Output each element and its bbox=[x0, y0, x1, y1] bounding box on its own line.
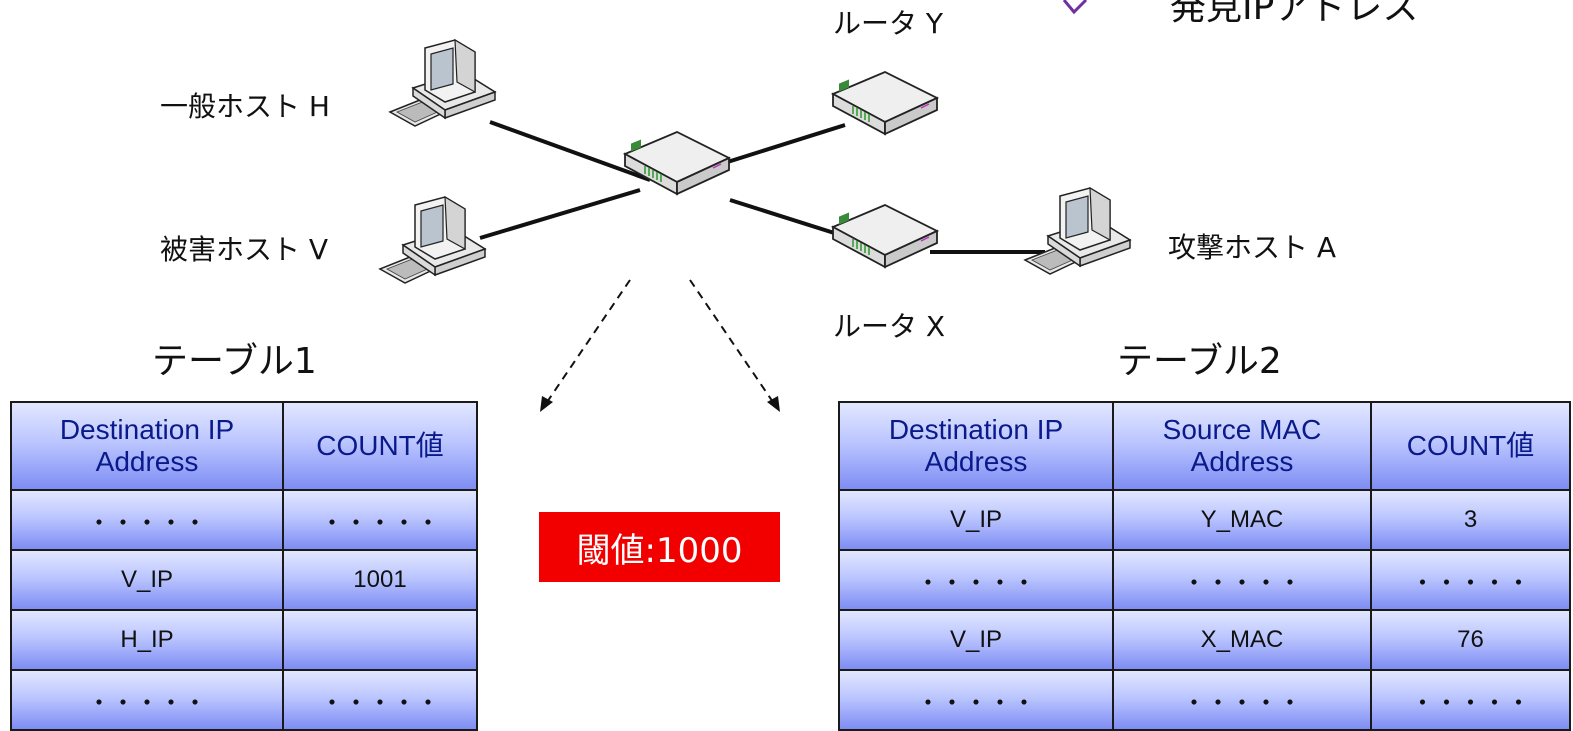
table1: Destination IP Address COUNT値 ・・・・・ ・・・・… bbox=[10, 401, 478, 731]
table2-cell: X_MAC bbox=[1112, 609, 1372, 671]
table2: Destination IP Address Source MAC Addres… bbox=[838, 401, 1571, 731]
table1-cell bbox=[282, 609, 478, 671]
table2-cell: ・・・・・ bbox=[1370, 549, 1571, 611]
central-router-icon bbox=[624, 131, 730, 195]
host-a-computer-icon bbox=[1024, 187, 1131, 275]
table2-cell: 76 bbox=[1370, 609, 1571, 671]
host-h-label: 一般ホスト H bbox=[160, 90, 330, 123]
host-a-label: 攻撃ホスト A bbox=[1168, 231, 1337, 264]
table1-cell: ・・・・・ bbox=[10, 489, 284, 551]
table2-header-dest-ip: Destination IP Address bbox=[838, 401, 1114, 491]
table2-cell: Y_MAC bbox=[1112, 489, 1372, 551]
router-x-icon bbox=[832, 204, 938, 268]
table2-cell: ・・・・・ bbox=[838, 549, 1114, 611]
table1-cell: V_IP bbox=[10, 549, 284, 611]
router-x-label: ルータ X bbox=[833, 310, 946, 343]
table2-cell: ・・・・・ bbox=[1370, 669, 1571, 731]
table2-title: テーブル2 bbox=[1117, 341, 1282, 382]
table1-cell: H_IP bbox=[10, 609, 284, 671]
table2-cell: V_IP bbox=[838, 489, 1114, 551]
table1-title: テーブル1 bbox=[152, 341, 317, 382]
table1-header-count: COUNT値 bbox=[282, 401, 478, 491]
threshold-badge: 閾値:1000 bbox=[539, 512, 780, 582]
legend-text: 発見IPアドレス bbox=[1170, 0, 1419, 28]
table1-header-dest-ip: Destination IP Address bbox=[10, 401, 284, 491]
table1-cell: ・・・・・ bbox=[282, 489, 478, 551]
table2-header-source-mac: Source MAC Address bbox=[1112, 401, 1372, 491]
table2-cell: ・・・・・ bbox=[1112, 549, 1372, 611]
table2-cell: V_IP bbox=[838, 609, 1114, 671]
table1-cell: ・・・・・ bbox=[10, 669, 284, 731]
router-y-label: ルータ Y bbox=[833, 7, 944, 40]
table2-header-count: COUNT値 bbox=[1370, 401, 1571, 491]
table2-cell: ・・・・・ bbox=[838, 669, 1114, 731]
host-h-computer-icon bbox=[389, 39, 496, 127]
router-y-icon bbox=[832, 71, 938, 135]
legend-check-icon bbox=[1062, 0, 1088, 15]
table1-cell: 1001 bbox=[282, 549, 478, 611]
host-v-label: 被害ホスト V bbox=[160, 233, 329, 266]
table2-cell: 3 bbox=[1370, 489, 1571, 551]
table1-cell: ・・・・・ bbox=[282, 669, 478, 731]
host-v-computer-icon bbox=[379, 196, 486, 284]
table2-cell: ・・・・・ bbox=[1112, 669, 1372, 731]
